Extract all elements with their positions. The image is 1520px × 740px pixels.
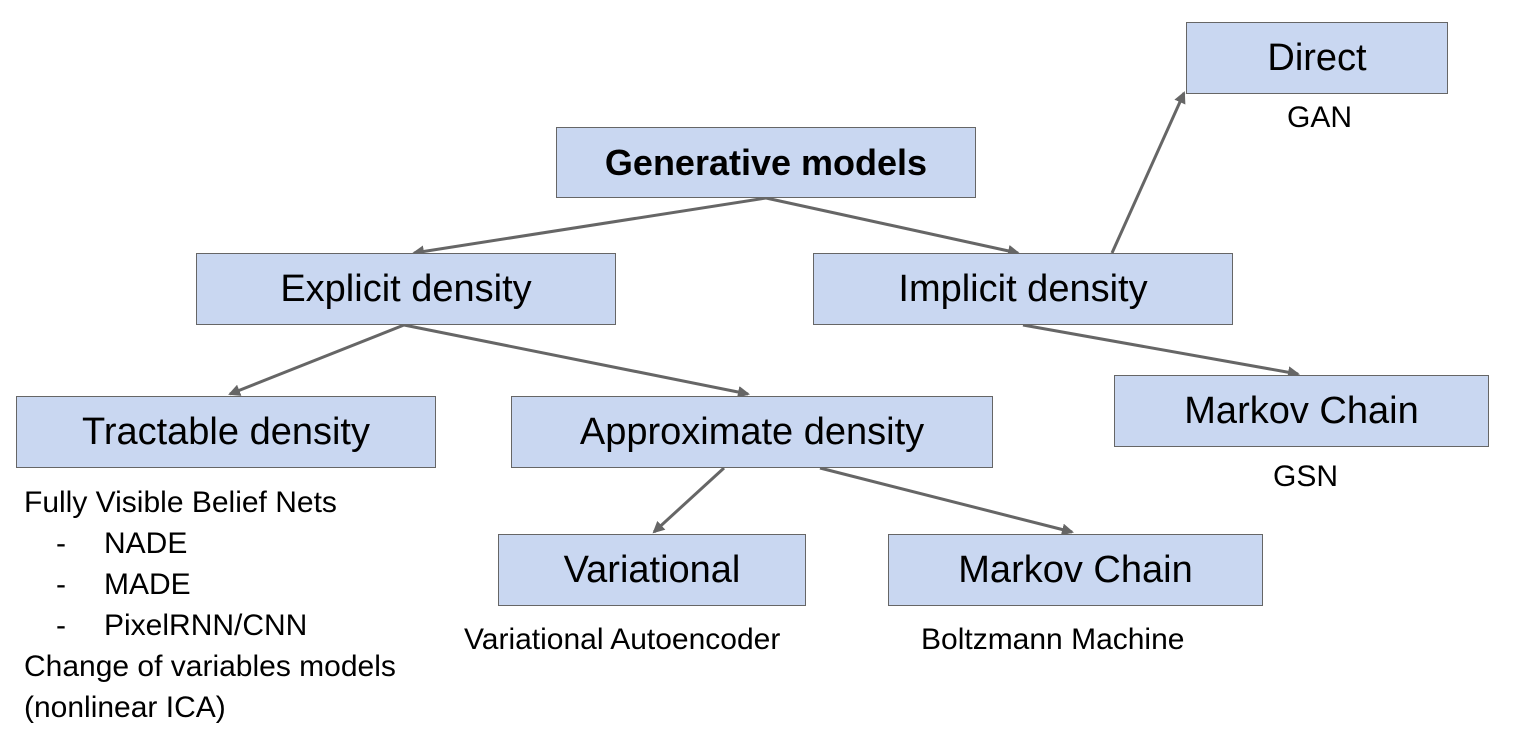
edge-approximate-to-variational	[652, 466, 726, 534]
node-implicit-density: Implicit density	[813, 253, 1233, 325]
edge-explicit-to-tractable	[228, 323, 405, 396]
caption-boltzmann-machine: Boltzmann Machine	[921, 623, 1185, 656]
node-implicit-density-label: Implicit density	[898, 267, 1148, 310]
node-markov-chain-approx-label: Markov Chain	[958, 548, 1193, 591]
node-explicit-density: Explicit density	[196, 253, 616, 325]
edge-generative-to-explicit	[412, 196, 767, 258]
node-direct: Direct	[1186, 22, 1448, 94]
node-approximate-density: Approximate density	[511, 396, 993, 468]
list-heading: Fully Visible Belief Nets	[24, 486, 337, 519]
list-item-label: MADE	[104, 568, 191, 601]
list-footer-line-1: Change of variables models	[24, 650, 396, 683]
node-generative-models-label: Generative models	[604, 141, 928, 183]
node-variational: Variational	[498, 534, 806, 606]
edge-explicit-to-approximate	[403, 323, 750, 398]
list-item: - MADE	[24, 564, 396, 605]
list-bullet: -	[56, 568, 66, 601]
node-markov-chain-implicit: Markov Chain	[1114, 375, 1489, 447]
tractable-models-list: Fully Visible Belief Nets - NADE - MADE - P…	[24, 482, 396, 728]
node-approximate-density-label: Approximate density	[579, 410, 925, 453]
list-footer-line-2: (nonlinear ICA)	[24, 691, 226, 724]
edge-approximate-to-markov	[819, 466, 1074, 536]
edge-implicit-to-markov	[1022, 323, 1300, 379]
list-bullet: -	[56, 527, 66, 560]
node-tractable-density-label: Tractable density	[82, 410, 370, 453]
node-markov-chain-implicit-label: Markov Chain	[1184, 389, 1419, 432]
node-explicit-density-label: Explicit density	[280, 267, 532, 310]
list-bullet: -	[56, 609, 66, 642]
node-tractable-density: Tractable density	[16, 396, 436, 468]
node-generative-models: Generative models	[556, 127, 976, 198]
list-item-label: PixelRNN/CNN	[104, 609, 308, 642]
caption-variational-autoencoder: Variational Autoencoder	[464, 623, 781, 656]
edge-implicit-to-direct	[1110, 91, 1186, 254]
node-markov-chain-approx: Markov Chain	[888, 534, 1263, 606]
caption-gsn: GSN	[1273, 460, 1339, 493]
list-item: - PixelRNN/CNN	[24, 605, 396, 646]
node-variational-label: Variational	[563, 548, 741, 591]
edge-generative-to-implicit	[765, 196, 1020, 257]
list-item: - NADE	[24, 523, 396, 564]
node-direct-label: Direct	[1267, 36, 1367, 79]
list-item-label: NADE	[104, 527, 188, 560]
caption-gan: GAN	[1287, 101, 1353, 134]
